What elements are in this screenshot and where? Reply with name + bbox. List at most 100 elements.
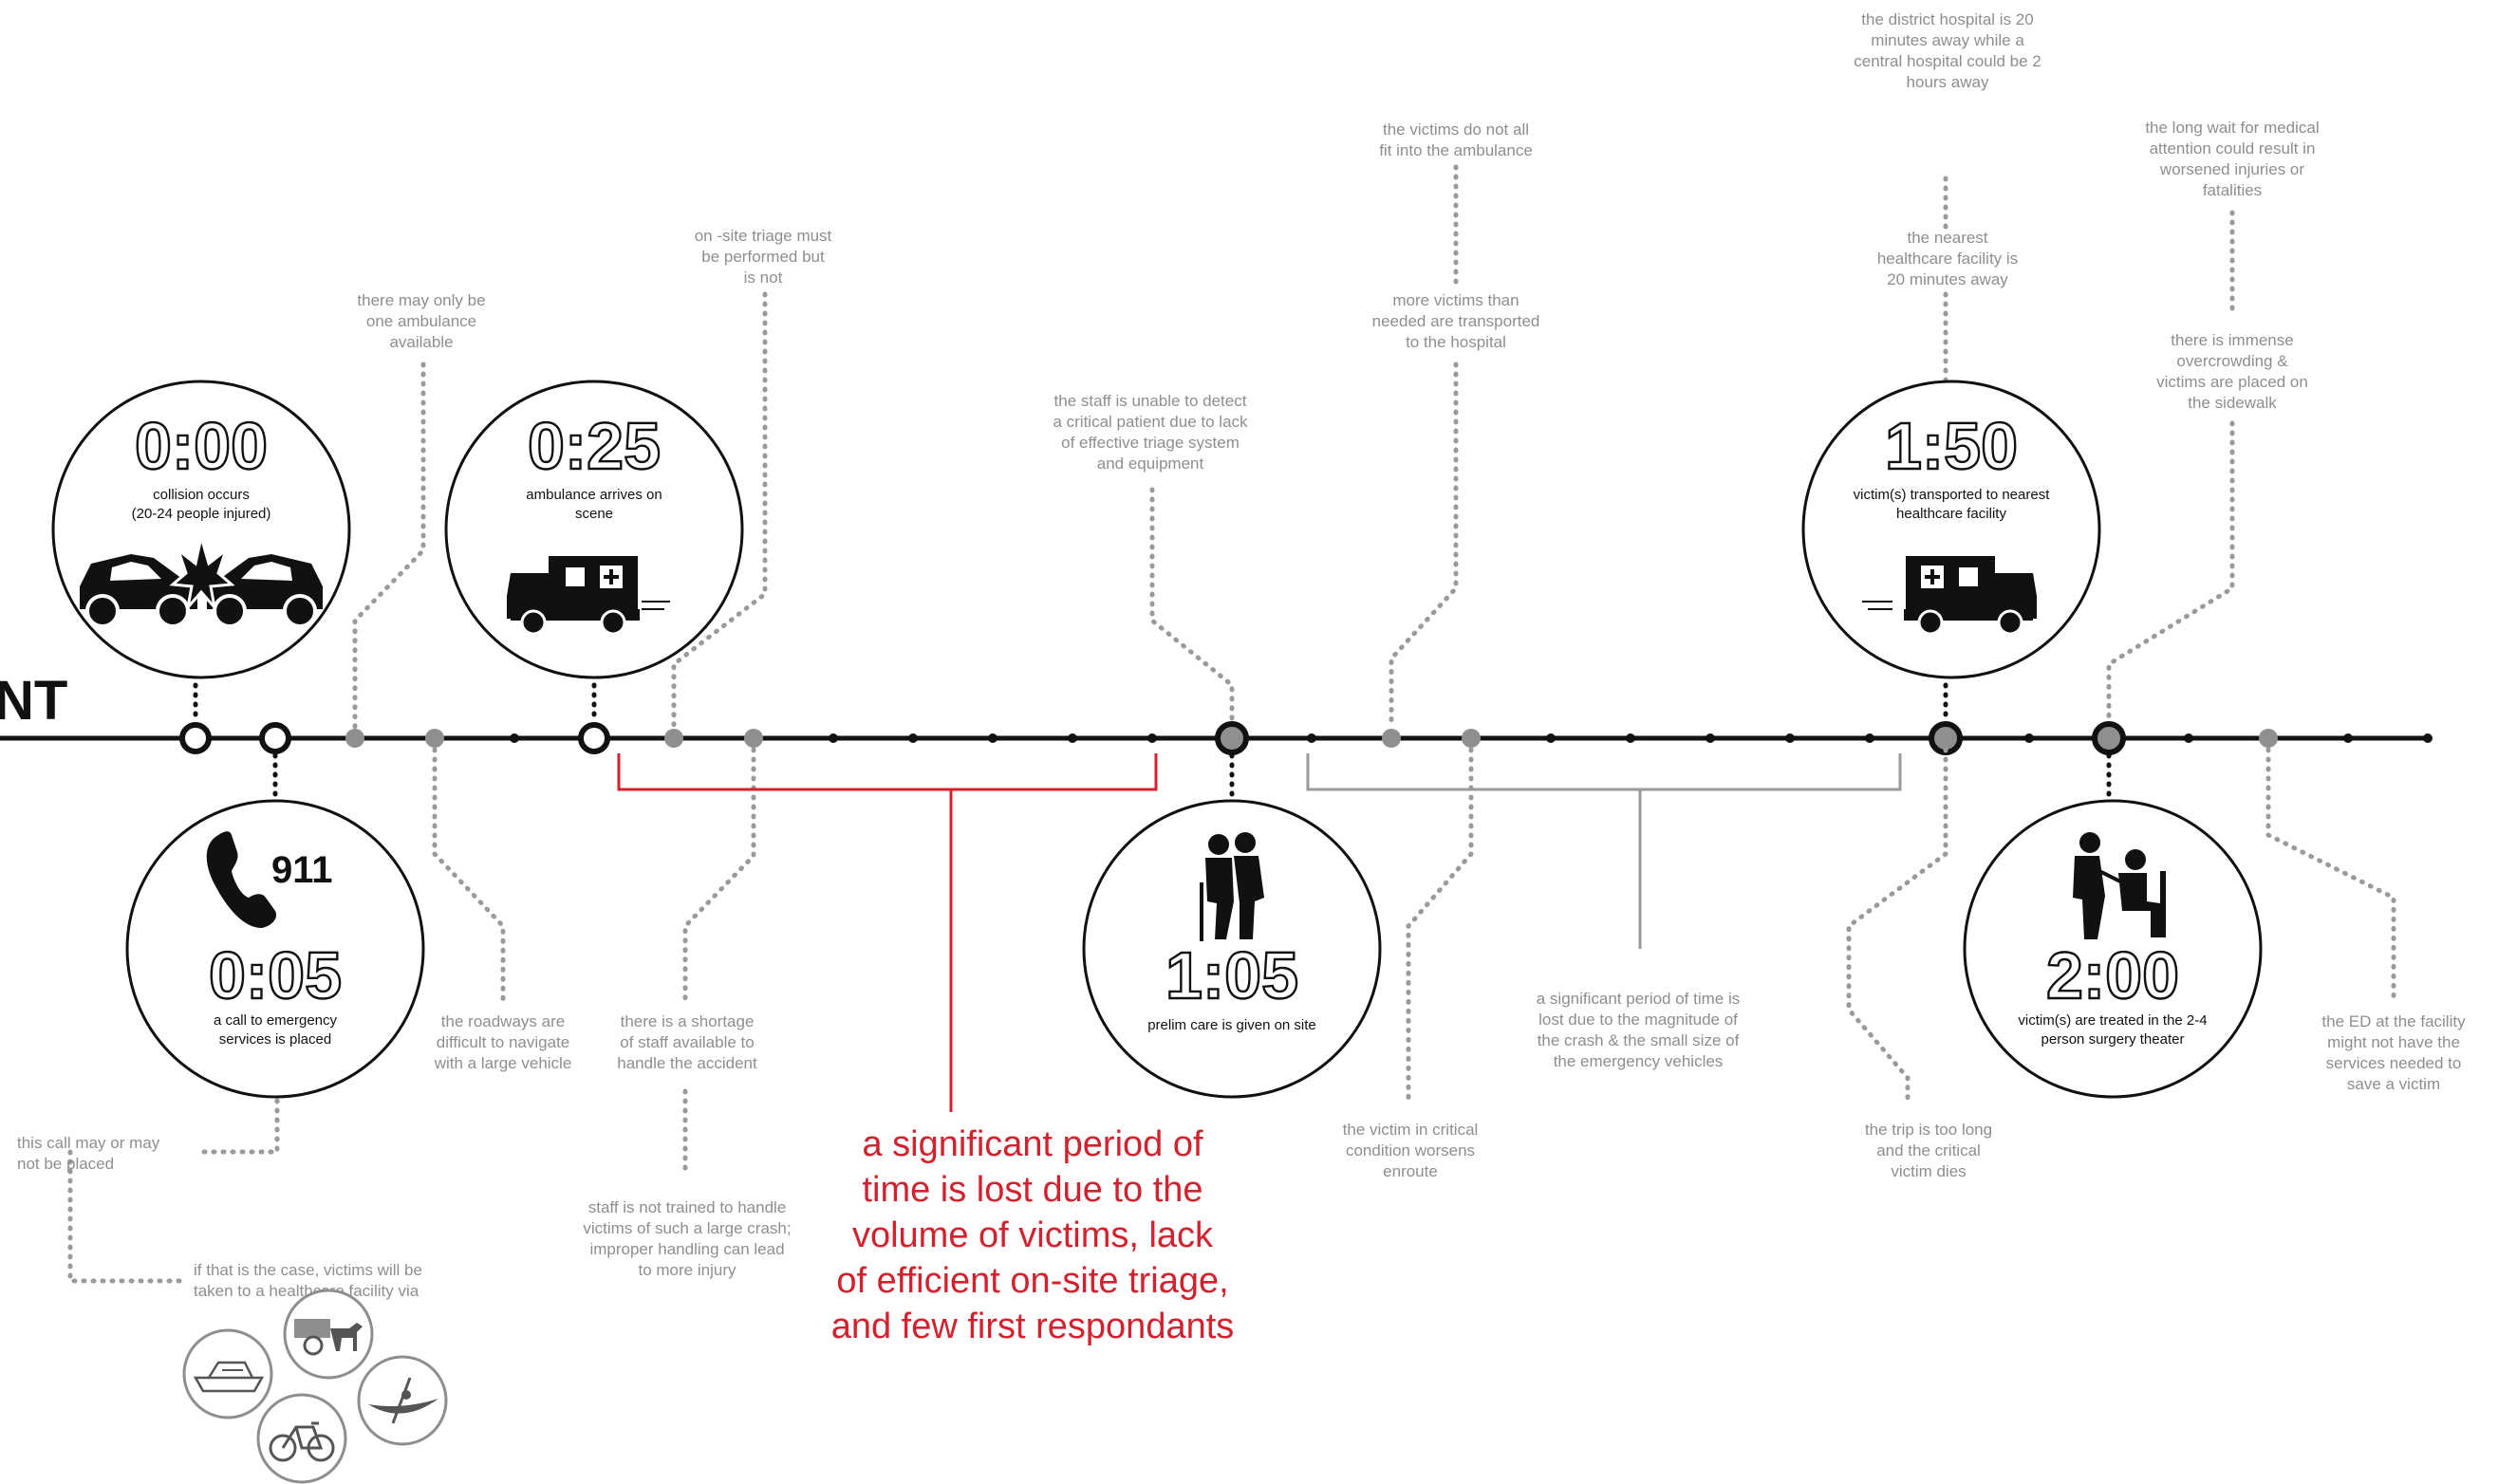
- svg-text:victims of such a large crash;: victims of such a large crash;: [583, 1219, 791, 1237]
- svg-text:and equipment: and equipment: [1097, 454, 1204, 473]
- svg-text:the district hospital is 20: the district hospital is 20: [1861, 10, 2033, 28]
- tick: [1147, 733, 1157, 743]
- timeline-ticks: [510, 733, 2433, 743]
- tick: [1706, 733, 1715, 743]
- svg-text:difficult to navigate: difficult to navigate: [437, 1033, 570, 1051]
- svg-text:the emergency vehicles: the emergency vehicles: [1554, 1052, 1724, 1070]
- stage-time: 0:00: [135, 409, 268, 483]
- svg-text:available: available: [389, 333, 453, 351]
- note-overcrowding: there is immense overcrowding & victims …: [2156, 331, 2308, 412]
- stage-marker-0025: [578, 722, 610, 754]
- svg-text:fatalities: fatalities: [2203, 181, 2262, 199]
- note-marker: [2259, 729, 2278, 748]
- red-bracket: [617, 753, 1158, 1112]
- note-marker: [744, 729, 763, 748]
- svg-text:this call may or may: this call may or may: [17, 1134, 160, 1152]
- note-ed-facility: the ED at the facility might not have th…: [2321, 1012, 2466, 1093]
- svg-text:staff is not trained to handle: staff is not trained to handle: [588, 1198, 787, 1216]
- tick: [510, 733, 519, 743]
- svg-text:a critical patient due to lack: a critical patient due to lack: [1053, 413, 1248, 431]
- svg-text:a significant period of time i: a significant period of time is: [1537, 990, 1741, 1008]
- stage-caption: healthcare facility: [1896, 506, 2006, 522]
- svg-text:handle the accident: handle the accident: [617, 1054, 757, 1072]
- tick: [2024, 733, 2034, 743]
- note-long-wait: the long wait for medical attention coul…: [2145, 119, 2319, 199]
- svg-text:of staff available to: of staff available to: [620, 1033, 754, 1051]
- grey-bracket: [1306, 753, 1902, 949]
- canoe-icon: [357, 1355, 448, 1446]
- ambulance-icon: [1862, 556, 2037, 636]
- stage-time: 0:05: [209, 938, 342, 1012]
- stage-caption: victim(s) are treated in the 2-4: [2018, 1012, 2207, 1029]
- svg-text:if that is the case, victims w: if that is the case, victims will be: [194, 1261, 422, 1279]
- note-marker: [425, 729, 444, 748]
- svg-text:there is a shortage: there is a shortage: [621, 1012, 755, 1030]
- stage-marker-0105: [1215, 721, 1249, 755]
- stage-caption: victim(s) transported to nearest: [1854, 487, 2051, 503]
- stage-time: 1:50: [1885, 409, 2018, 483]
- note-roadways: the roadways are difficult to navigate w…: [434, 1012, 572, 1072]
- svg-text:minutes away while a: minutes away while a: [1871, 31, 2024, 49]
- stage-caption: ambulance arrives on: [526, 487, 662, 503]
- svg-text:taken to a healthcare facility: taken to a healthcare facility via: [194, 1282, 419, 1300]
- tick: [908, 733, 918, 743]
- svg-text:on -site triage must: on -site triage must: [695, 227, 832, 245]
- svg-text:central hospital could be 2: central hospital could be 2: [1854, 52, 2041, 70]
- note-staff-shortage: there is a shortage of staff available t…: [617, 1012, 757, 1072]
- stage-circle-0150: 1:50 victim(s) transported to nearest he…: [1801, 380, 2101, 679]
- note-if-that-case: if that is the case, victims will be tak…: [194, 1261, 422, 1300]
- note-nearest-facility: the nearest healthcare facility is 20 mi…: [1877, 229, 2018, 288]
- svg-text:lost due to the magnitude of: lost due to the magnitude of: [1538, 1011, 1738, 1029]
- ambulance-icon: [507, 556, 670, 636]
- note-victims-not-fit: the victims do not all fit into the ambu…: [1379, 121, 1533, 159]
- svg-text:improper handling can lead: improper handling can lead: [589, 1240, 784, 1258]
- stage-caption: scene: [575, 506, 613, 522]
- note-staff-unable-detect: the staff is unable to detect a critical…: [1053, 392, 1248, 473]
- svg-text:more victims than: more victims than: [1392, 291, 1519, 309]
- tick: [829, 733, 838, 743]
- stage-markers: [179, 721, 2126, 755]
- stage-time: 2:00: [2046, 938, 2179, 1012]
- stage-connectors: [193, 682, 2112, 798]
- 911-badge: 911: [271, 849, 333, 891]
- svg-text:to more injury: to more injury: [639, 1261, 736, 1279]
- svg-text:there is immense: there is immense: [2171, 331, 2293, 349]
- note-trip-too-long: the trip is too long and the critical vi…: [1865, 1121, 1992, 1180]
- tick: [1785, 733, 1795, 743]
- svg-text:save a victim: save a victim: [2347, 1075, 2440, 1093]
- svg-text:the roadways are: the roadways are: [441, 1012, 565, 1030]
- svg-text:overcrowding &: overcrowding &: [2176, 352, 2288, 370]
- phone-911-icon: 911: [206, 831, 333, 928]
- tick: [1068, 733, 1077, 743]
- svg-text:attention could result in: attention could result in: [2150, 139, 2316, 158]
- note-district-hospital: the district hospital is 20 minutes away…: [1854, 10, 2041, 91]
- cart-icon: [283, 1289, 374, 1380]
- stage-caption: a call to emergency: [214, 1012, 338, 1029]
- tick: [1626, 733, 1635, 743]
- svg-text:the victims do not all: the victims do not all: [1383, 121, 1529, 139]
- stage-time: 1:05: [1165, 938, 1298, 1012]
- tick: [2343, 733, 2353, 743]
- svg-text:volume of victims, lack: volume of victims, lack: [852, 1215, 1214, 1255]
- note-connectors: [67, 164, 2396, 1284]
- stage-caption: prelim care is given on site: [1147, 1017, 1316, 1033]
- stage-caption: services is placed: [219, 1031, 331, 1048]
- svg-text:victim dies: victim dies: [1891, 1162, 1966, 1180]
- svg-text:of effective triage system: of effective triage system: [1061, 434, 1240, 452]
- note-one-ambulance: there may only be one ambulance availabl…: [357, 291, 485, 351]
- tick: [2423, 733, 2433, 743]
- stage-caption: collision occurs: [153, 487, 250, 503]
- bicycle-icon: [256, 1393, 347, 1484]
- svg-text:hours away: hours away: [1907, 73, 1989, 91]
- tick: [1307, 733, 1316, 743]
- svg-text:a significant period of: a significant period of: [862, 1124, 1203, 1164]
- svg-text:is not: is not: [744, 269, 783, 287]
- svg-text:victims are placed on: victims are placed on: [2156, 373, 2308, 391]
- svg-text:the sidewalk: the sidewalk: [2188, 394, 2277, 412]
- stage-caption: (20-24 people injured): [132, 506, 271, 522]
- note-marker: [1382, 729, 1401, 748]
- note-marker: [664, 729, 683, 748]
- stage-circle-0025: 0:25 ambulance arrives on scene: [444, 380, 744, 679]
- car-collision-icon: [80, 536, 323, 628]
